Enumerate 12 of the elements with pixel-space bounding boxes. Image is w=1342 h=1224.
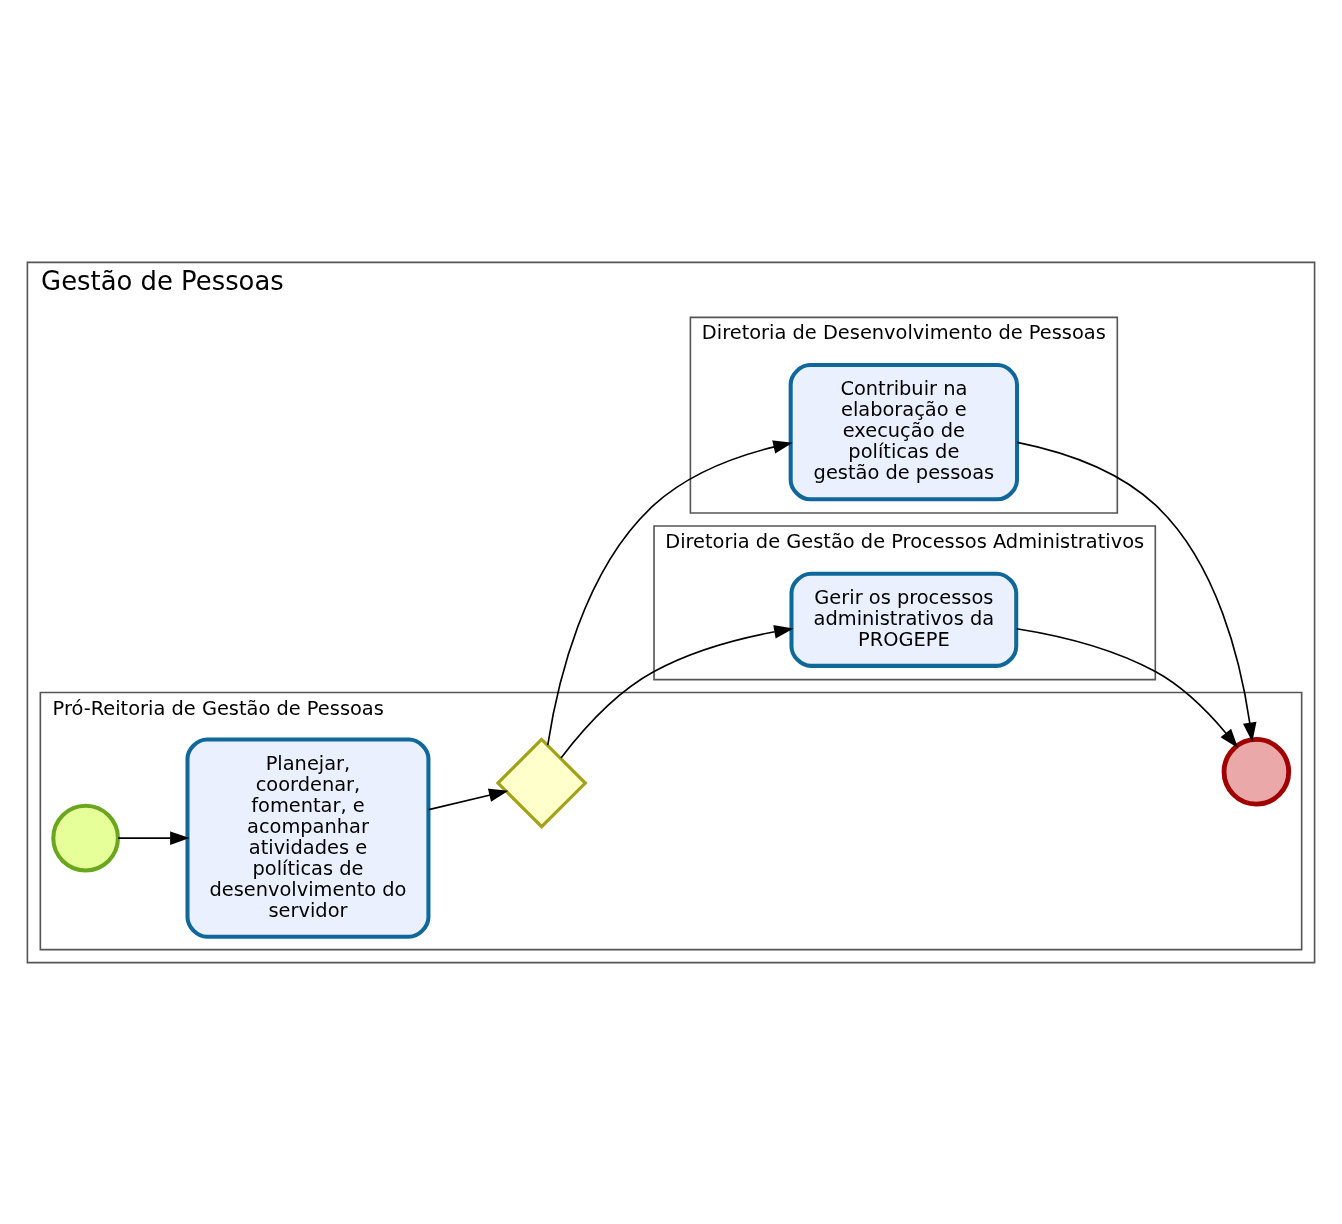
arrow [1015,627,1239,748]
arrow [428,788,509,810]
arrow [546,439,793,746]
node-box: Planejar, coordenar, fomentar, e acompanhar atividades e políticas de desenvolvimento do servidor [185,736,431,939]
arrow [560,624,794,759]
node-box: Contribuir na elaboração e execução de políticas de gestão de pessoas [788,362,1020,501]
node-diamond [495,736,588,829]
node-circle [51,803,120,872]
node-circle [1221,736,1292,807]
arrow [1016,441,1257,742]
node-box: Gerir os processos administrativos da PROGEPE [789,571,1019,668]
arrow [117,830,190,845]
